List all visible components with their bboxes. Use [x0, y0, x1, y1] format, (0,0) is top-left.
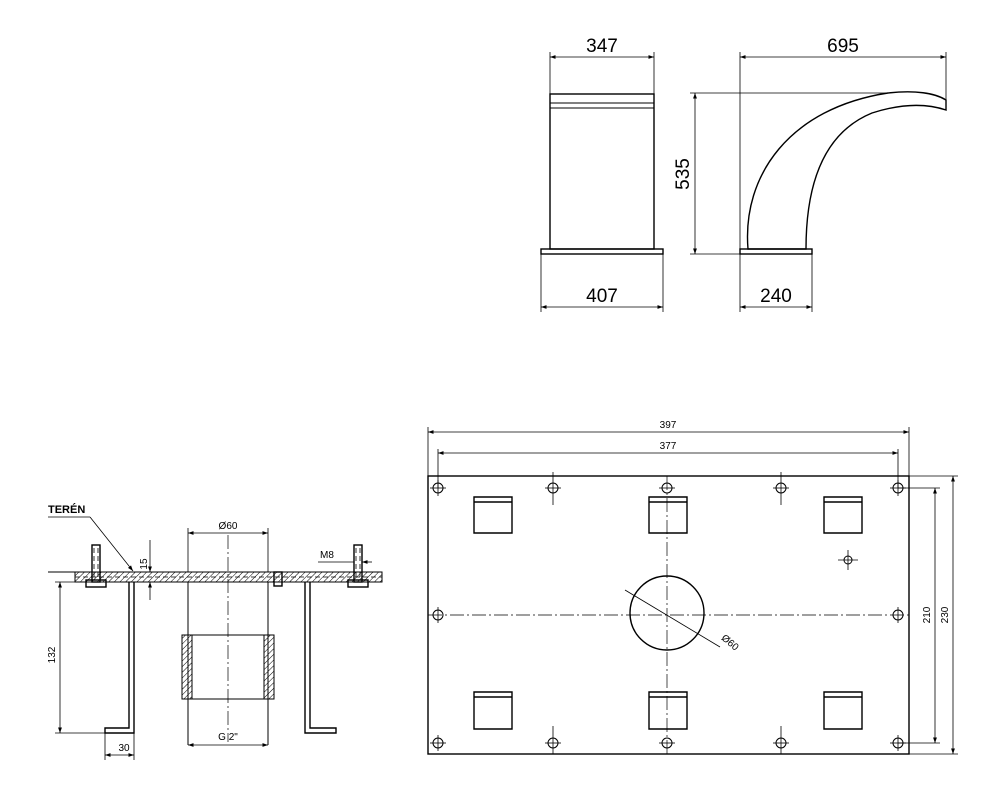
dim-side-length: 695 — [827, 36, 859, 57]
dim-front-top-width: 347 — [586, 36, 618, 57]
terrain-label: TERÉN — [48, 503, 85, 516]
dim-hole-spacing-width: 377 — [660, 441, 677, 452]
dim-center-hole-diameter: Ø60 — [719, 633, 741, 654]
plate-holes — [430, 472, 906, 754]
dim-overall-height: 230 — [940, 606, 951, 623]
plate-view: Ø60 397 — [427, 420, 958, 755]
dim-side-base-width: 240 — [760, 286, 792, 307]
thread-label: G 2" — [218, 732, 238, 743]
bolt-label: M8 — [320, 550, 334, 561]
dim-flange-thickness: 15 — [139, 558, 150, 570]
spout-front-view: 347 407 — [540, 36, 664, 312]
plate-squares — [473, 496, 863, 730]
dim-pipe-diameter: Ø60 — [219, 521, 238, 532]
section-view: TERÉN Ø60 15 M8 132 30 G 2" — [47, 503, 383, 760]
dim-hole-spacing-height: 210 — [922, 606, 933, 623]
dim-front-base-width: 407 — [586, 286, 618, 307]
dim-side-height: 535 — [673, 158, 694, 190]
dim-anchor-foot: 30 — [118, 743, 130, 754]
dim-overall-width: 397 — [660, 420, 677, 431]
dim-anchor-depth: 132 — [47, 646, 58, 663]
spout-side-view: 695 535 240 — [673, 36, 947, 312]
